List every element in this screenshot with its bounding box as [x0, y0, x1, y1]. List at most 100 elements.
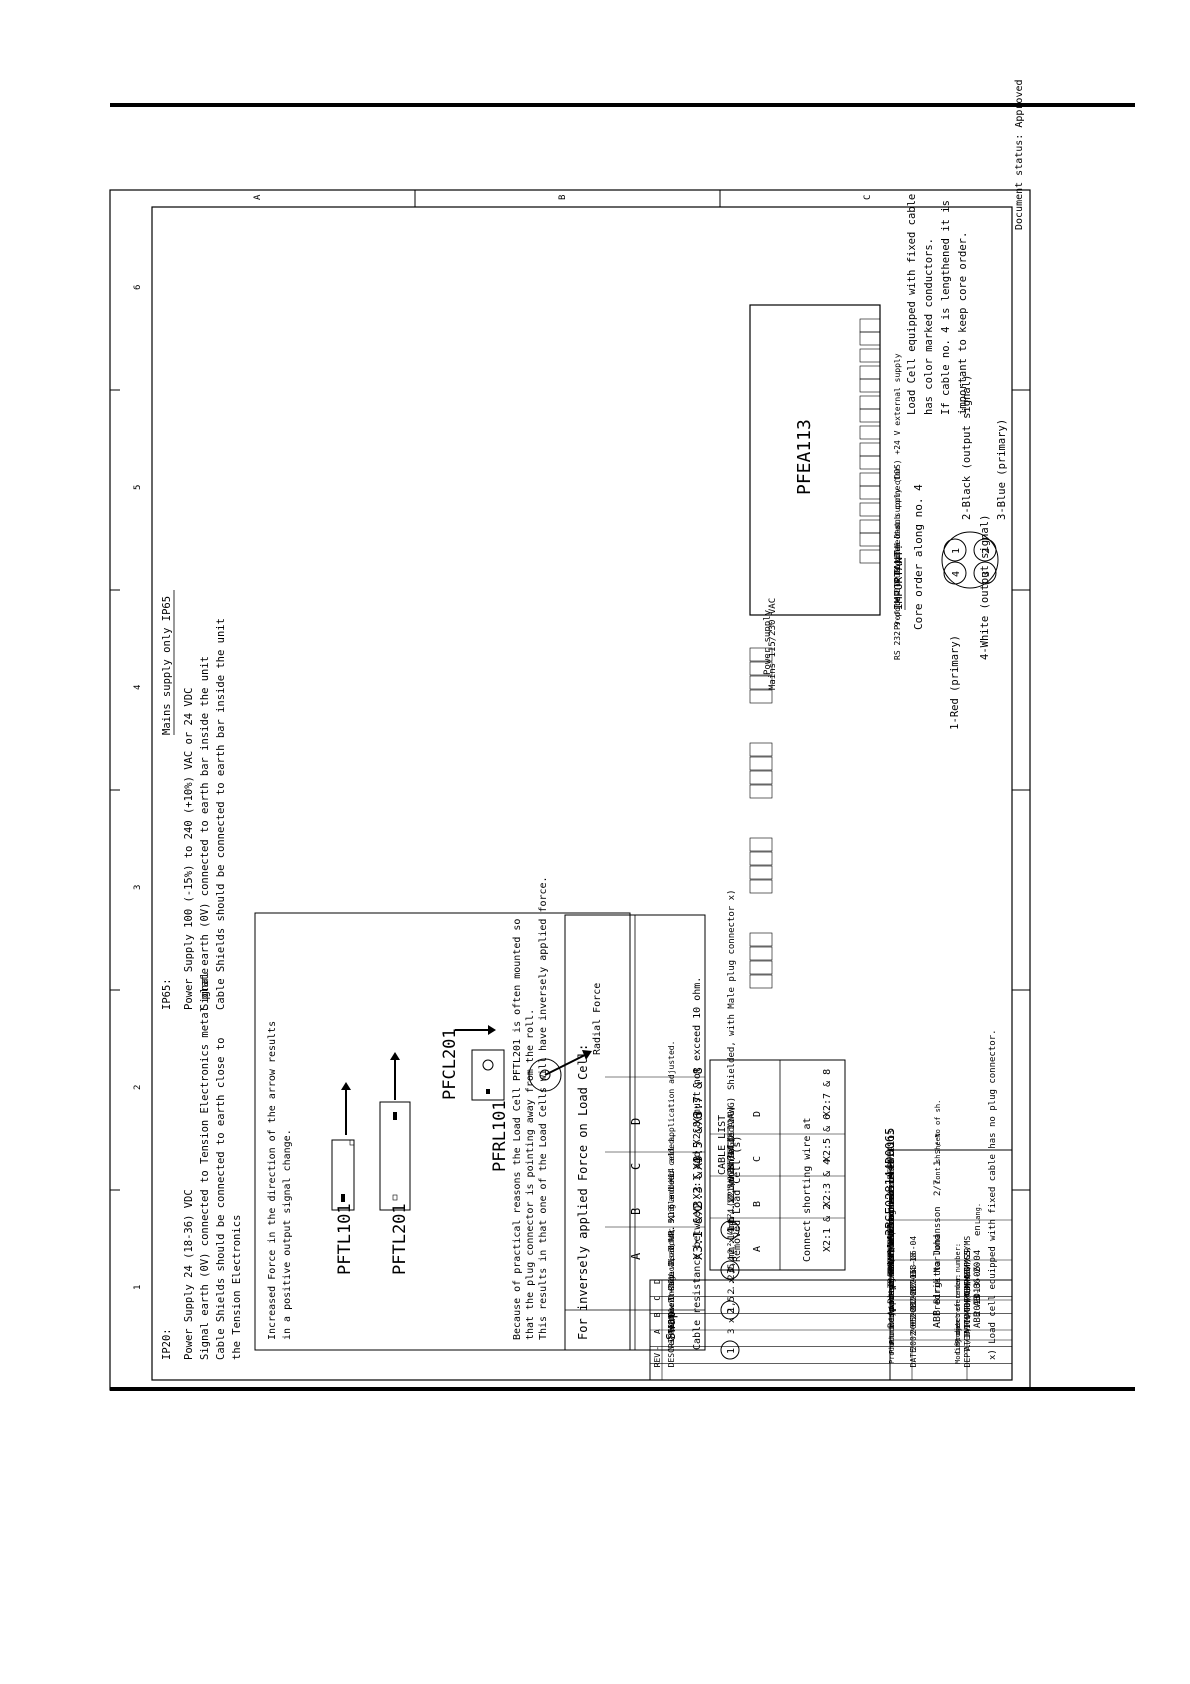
cable-number-circle — [720, 1260, 740, 1280]
svg-text:3: 3 — [981, 571, 992, 577]
bottom-rule — [110, 1387, 1135, 1391]
pfrl101-label: PFRL101 — [490, 1100, 510, 1172]
project-number: Project or order number: — [954, 1243, 962, 1344]
power-supply-label: Power supply — [763, 609, 773, 675]
swap-header: Swap — [664, 1311, 678, 1340]
pfcl201-label: PFCL201 — [440, 1028, 460, 1100]
ip65-notes: IP65: Power Supply 100 (-15%) to 240 (+1… — [161, 618, 227, 1010]
swap-header: For inversely applied Force on Load Cell… — [576, 1044, 590, 1340]
revision-date: 2002-12-16 — [909, 1269, 918, 1317]
revision-date: 2002-11-28 — [909, 1286, 918, 1334]
removed-cell: A — [752, 1246, 763, 1252]
border-col-number: 1 — [133, 1285, 143, 1290]
pfcl201-sensor — [471, 1049, 505, 1101]
fixed-cable-line: important to keep core order. — [957, 232, 969, 415]
revision-description: New document — [667, 1293, 676, 1351]
cable-list: 13 x 1,5...2,5 mm² (14...12 AWG)22 x 0,4… — [720, 890, 740, 1360]
cable-number: 2 — [726, 1308, 737, 1314]
terminal — [749, 742, 773, 757]
cable-number-circle — [720, 1220, 740, 1240]
mains-only-label: Mains supply only IP65 — [161, 596, 173, 735]
core-red: 1-Red (primary) — [949, 635, 961, 730]
terminal — [859, 318, 881, 333]
cable-list-title: CABLE LIST — [717, 1115, 728, 1175]
ip20-line: Cable Shields should be connected to ear… — [215, 1038, 227, 1360]
removed-cell: B — [752, 1201, 763, 1207]
terminal — [859, 455, 881, 470]
lang-value: en — [973, 1225, 983, 1236]
cable-number: 1 — [726, 1348, 737, 1354]
revision-rev: C — [653, 1296, 662, 1301]
removed-table-frame — [709, 1059, 846, 1271]
modify-date: Modify date: — [954, 1313, 962, 1364]
ip20-line: Signal earth (0V) connected to Tension E… — [199, 968, 211, 1360]
border-col-number: 3 — [133, 885, 143, 890]
terminal — [749, 879, 773, 894]
title-block-frame — [889, 1149, 1013, 1381]
terminal — [749, 865, 773, 880]
terminal — [859, 348, 881, 363]
border-col-number: 5 — [133, 485, 143, 490]
mains-label: Mains 115/230 VAC — [768, 598, 778, 690]
removed-cell: C — [752, 1156, 763, 1162]
fixed-cable-line: If cable no. 4 is lengthened it is — [940, 200, 952, 415]
terminal — [749, 689, 773, 704]
terminal — [859, 365, 881, 380]
revision-rev: D — [653, 1279, 662, 1284]
border-row-letter: A — [253, 194, 263, 200]
removed-cell: X2:7 & 8 — [822, 1069, 833, 1117]
revision-header: DEPT./INIT. — [963, 1314, 972, 1367]
removed-table-header: Connect shorting wire at — [802, 1118, 813, 1263]
force-line: Increased Force in the direction of the … — [267, 1021, 278, 1340]
swap-cell: B — [629, 1208, 643, 1215]
practical-line: that the plug connector is pointing away… — [525, 1009, 536, 1340]
cable-number: 4 — [726, 1228, 737, 1234]
swap-cell: X3:5 & 6 — [691, 1112, 705, 1170]
title-block: Product family: 66123 Bansp. mätare PRT1… — [883, 1100, 1013, 1381]
pftl101-sensor — [331, 1139, 355, 1211]
swap-table: For inversely applied Force on Load Cell… — [564, 914, 706, 1351]
border-col-number: 6 — [133, 285, 143, 290]
removed-cell: X2:3 & 4 — [822, 1159, 833, 1207]
pftl201-sensor — [379, 1101, 411, 1211]
product-type: Product type designation: PFEA100 — [888, 1215, 896, 1354]
terminal — [859, 408, 881, 423]
ip65-line: Cable Shields should be connected to ear… — [215, 618, 227, 1010]
contsh-label: Cont.sh. / No of sh. — [934, 1100, 942, 1184]
swap-cell: D — [629, 1118, 643, 1125]
cable-note: Shielded, with Male plug connector x) — [727, 890, 737, 1090]
unit-name: PFEA113 — [794, 419, 815, 495]
terminal — [859, 549, 881, 564]
terminal — [749, 946, 773, 961]
swap-cell: C — [629, 1163, 643, 1170]
removed-cell: X2:5 & 6 — [822, 1114, 833, 1162]
terminal — [859, 395, 881, 410]
ip65-line: Signal earth (0V) connected to earth bar… — [199, 656, 211, 1010]
swap-cell: X3:3 & 4 — [691, 1157, 705, 1215]
document-number: 3BSE028144D0065 — [883, 1128, 897, 1236]
terminal — [749, 661, 773, 676]
ip20-line: Power Supply 24 (18-36) VDC — [183, 1189, 195, 1360]
rev-value: D — [887, 1191, 897, 1196]
ip65-line: Power Supply 100 (-15%) to 240 (+10%) VA… — [183, 688, 195, 1010]
profibus-label: Profibus DP 9-pole D-sub connector — [893, 466, 902, 630]
terminal — [859, 442, 881, 457]
pftl101-label: PFTL101 — [335, 1203, 355, 1275]
cable-number: 3 — [726, 1268, 737, 1274]
cable-spec: 2 x 0,4...1 mm² (22...18 AWG) — [727, 1137, 737, 1294]
removed-load-cell-table: Removed Load Cell (s)Connect shorting wi… — [709, 1059, 846, 1271]
terminal — [749, 675, 773, 690]
ip20-title: IP20: — [161, 1328, 173, 1360]
terminal — [749, 851, 773, 866]
core-order-subtitle: Core order along no. 4 — [912, 484, 925, 630]
terminal — [859, 472, 881, 487]
rev-label: Rev. — [888, 1167, 896, 1184]
rs232-label: RS 232 9-pole D-sub connector — [893, 520, 902, 660]
title-line: Cable diagram — [887, 1194, 897, 1264]
terminal — [749, 647, 773, 662]
revision-date: 2002-05-28 — [909, 1302, 918, 1350]
revision-description: Sh. 7 added. — [667, 1226, 676, 1284]
revision-header: REV — [653, 1353, 662, 1368]
